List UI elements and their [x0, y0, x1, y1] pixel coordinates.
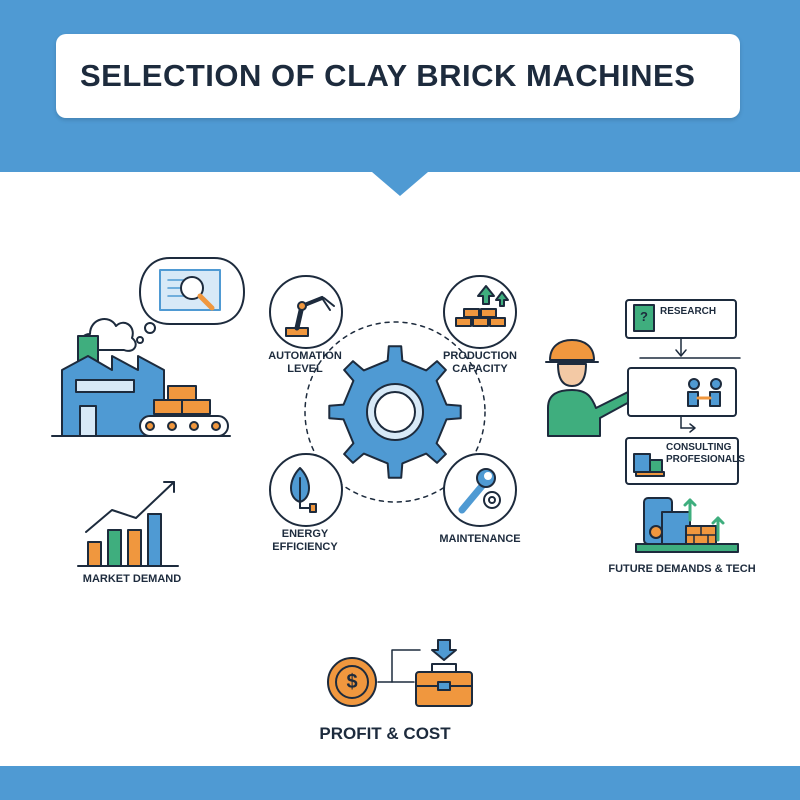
footer-band	[0, 766, 800, 800]
magnifier-blueprint-icon	[159, 269, 221, 311]
future-demands-label: FUTURE DEMANDS & TECH	[608, 563, 756, 575]
research-box	[625, 299, 737, 339]
profit-cost-label: PROFIT & COST	[319, 724, 451, 743]
factory-icon	[51, 318, 231, 437]
briefcase-icon	[415, 639, 473, 707]
research-label: RESEARCH	[660, 306, 717, 317]
dollar-sign-icon: $	[346, 671, 358, 693]
wrench-gear-icon	[443, 453, 517, 527]
brick-machine-icon	[635, 497, 739, 553]
consulting-professionals-label: CONSULTING PROFESIONALS	[666, 442, 745, 465]
maintenance-label: MAINTENANCE	[439, 533, 521, 545]
production-capacity-label: PRODUCTION CAPACITY	[443, 350, 517, 375]
handshake-box	[627, 367, 737, 417]
header-pointer	[372, 172, 428, 196]
automation-level-label: AUTOMATION LEVEL	[268, 350, 342, 375]
leaf-plug-icon	[269, 453, 343, 527]
dashed-ring	[304, 321, 486, 503]
market-demand-label: MARKET DEMAND	[82, 573, 182, 585]
robot-arm-icon	[269, 275, 343, 349]
conveyor-bricks-icon	[139, 385, 229, 437]
flow-connectors	[639, 337, 741, 359]
worker-icon	[545, 339, 645, 437]
production-bricks-icon	[443, 275, 517, 349]
page-title: SELECTION OF CLAY BRICK MACHINES	[80, 58, 696, 93]
coin-icon	[327, 657, 377, 707]
bracket-connector	[377, 649, 421, 683]
market-demand-chart-icon	[77, 481, 179, 567]
consulting-box	[625, 437, 739, 485]
flow-arrow-right	[680, 415, 696, 433]
title-card: SELECTION OF CLAY BRICK MACHINES	[56, 34, 740, 118]
central-gear-icon	[328, 345, 462, 479]
energy-efficiency-label: ENERGY EFFICIENCY	[272, 528, 338, 553]
question-mark-icon: ?	[640, 309, 648, 324]
